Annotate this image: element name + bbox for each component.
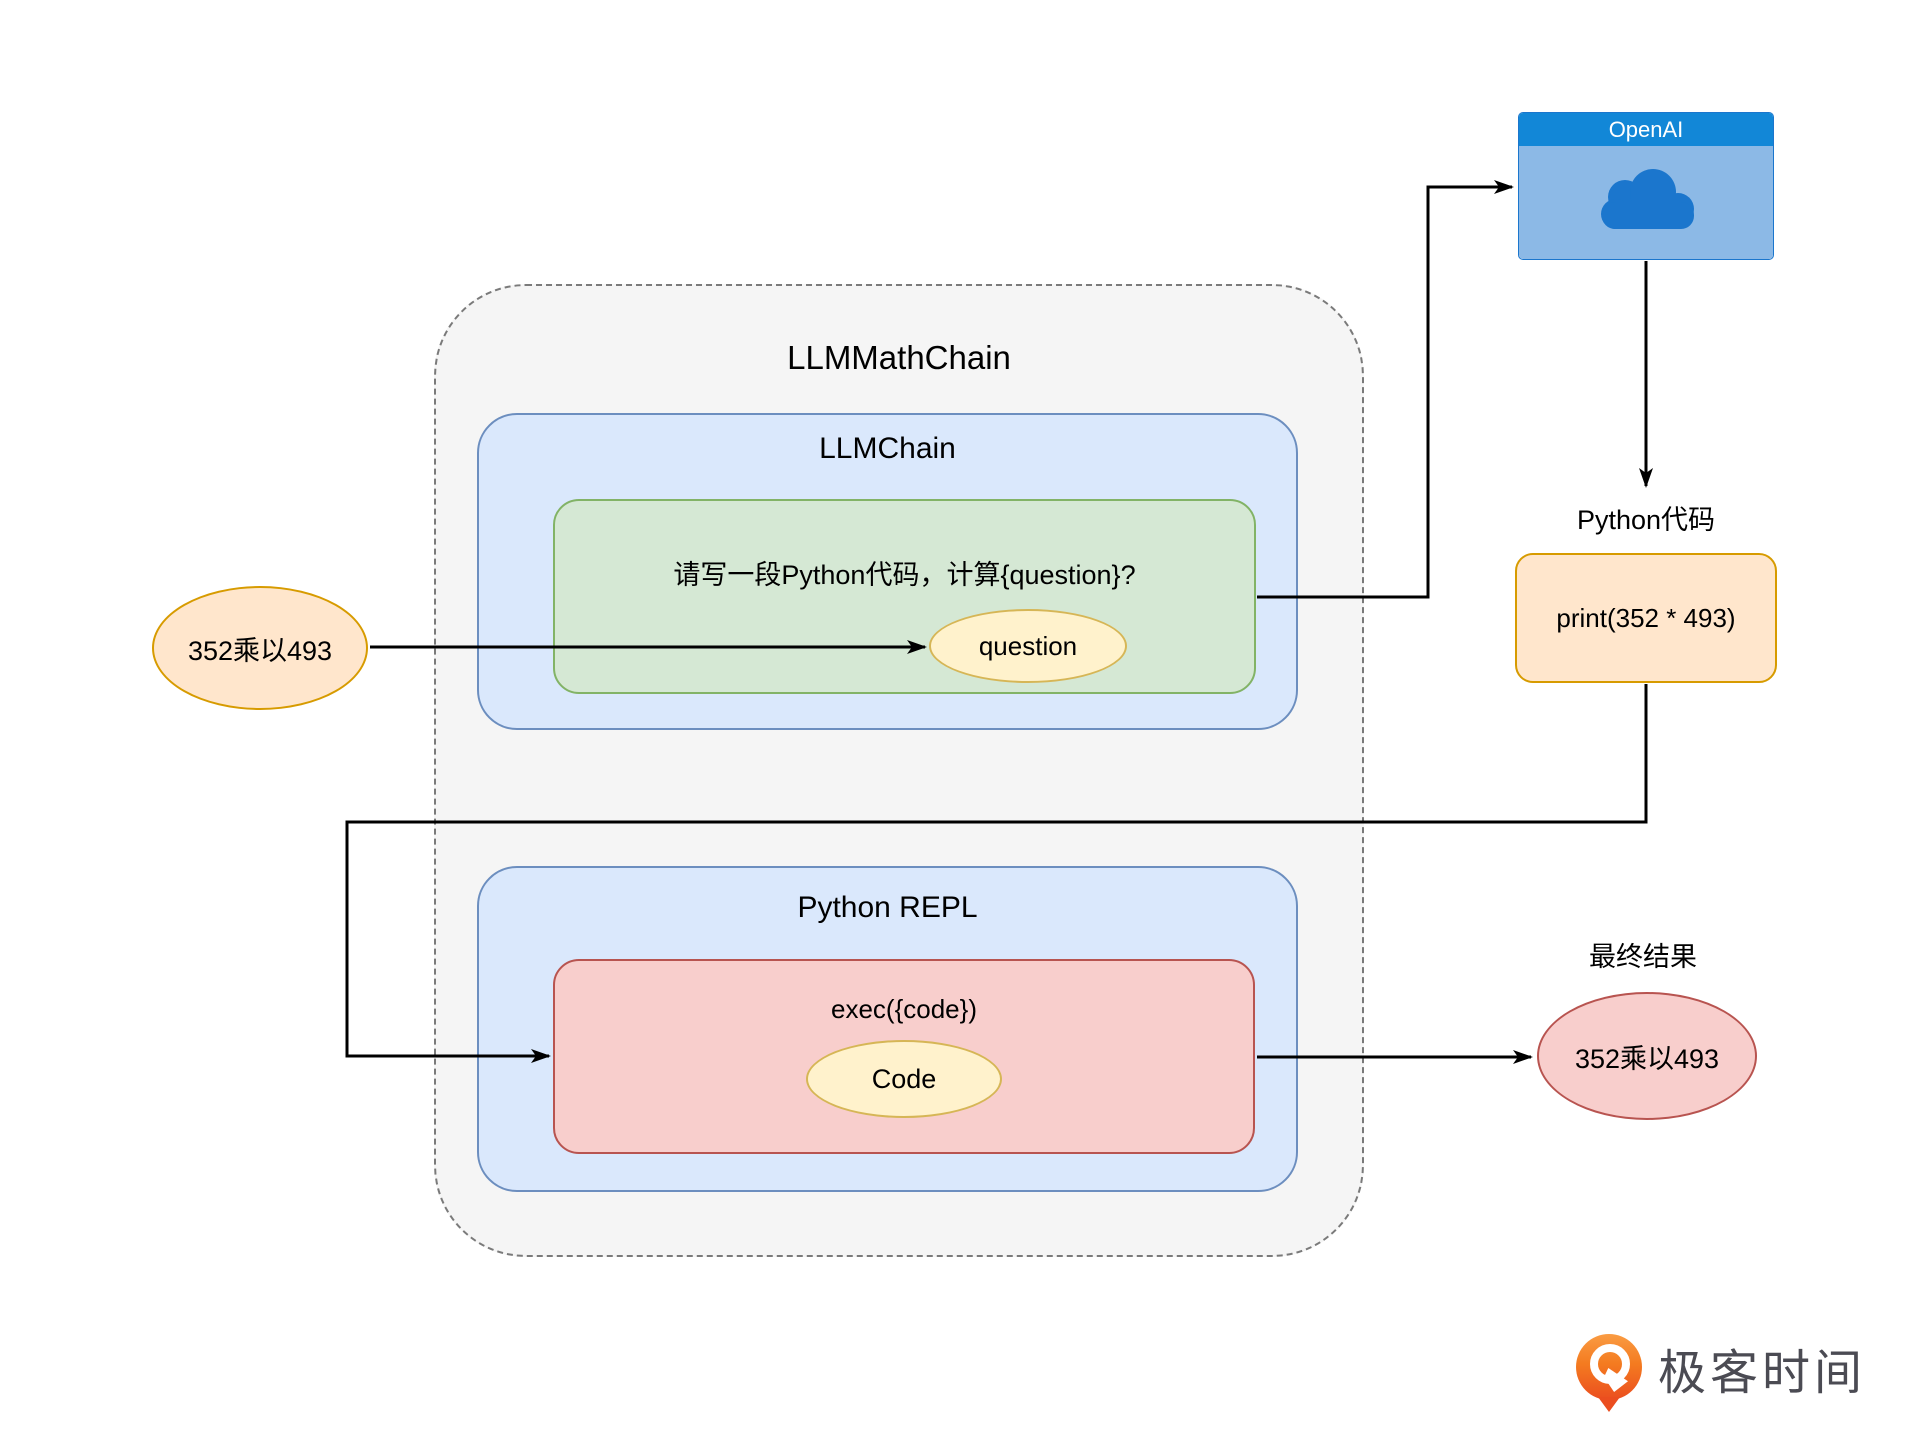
geektime-icon [1576, 1334, 1644, 1414]
python-code-box: print(352 * 493) [1515, 553, 1777, 683]
prompt-text: 请写一段Python代码，计算{question}? [673, 560, 1136, 590]
question-variable-node: question [929, 609, 1127, 683]
openai-node: OpenAI [1518, 112, 1774, 260]
result-node: 352乘以493 [1537, 992, 1757, 1120]
cloud-icon [1601, 168, 1694, 229]
geektime-logo: 极客时间 [1576, 1334, 1866, 1414]
openai-header: OpenAI [1519, 113, 1773, 146]
input-node-label: 352乘以493 [187, 635, 333, 666]
python-code-caption: Python代码 [1576, 505, 1716, 535]
geektime-icon-tail [1598, 1397, 1620, 1412]
code-variable-label: Code [871, 1063, 937, 1094]
geektime-logo-text: 极客时间 [1658, 1347, 1867, 1400]
python-repl-title: Python REPL [797, 891, 978, 924]
code-variable-node: Code [806, 1040, 1002, 1118]
python-code-text: print(352 * 493) [1556, 602, 1736, 633]
question-variable-label: question [978, 630, 1078, 661]
prompt-box: 请写一段Python代码，计算{question}? [553, 499, 1256, 694]
input-node: 352乘以493 [152, 586, 368, 710]
llmchain-title: LLMChain [819, 432, 956, 465]
result-caption: 最终结果 [1589, 942, 1697, 972]
exec-label: exec({code}) [831, 994, 977, 1024]
openai-body [1519, 146, 1773, 259]
llmmathchain-title: LLMMathChain [787, 339, 1011, 376]
result-node-label: 352乘以493 [1574, 1043, 1720, 1074]
